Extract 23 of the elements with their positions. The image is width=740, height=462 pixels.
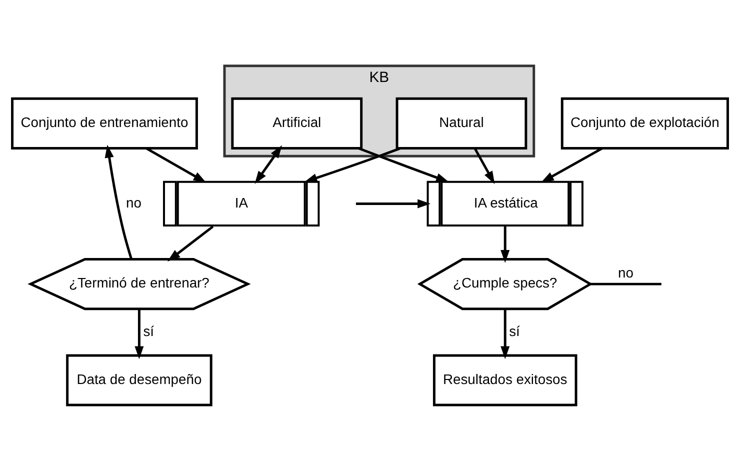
node-box: Data de desempeño: [66, 354, 212, 406]
arrow: [167, 225, 214, 261]
arrow: [304, 146, 401, 182]
arrow: [474, 147, 495, 184]
arrow: [500, 226, 510, 262]
node-box: Artificial: [231, 96, 363, 149]
arrow: [146, 146, 206, 182]
node-box: Natural: [396, 96, 528, 149]
node-box: Conjunto de explotación: [560, 96, 729, 149]
arrow: [358, 146, 449, 182]
connector: [590, 282, 662, 285]
edge-label: sí: [509, 322, 520, 338]
node-box: Conjunto de entrenamiento: [11, 96, 198, 149]
arrow: [134, 308, 144, 359]
edge-label: no: [126, 194, 142, 210]
edge-label: sí: [143, 322, 154, 338]
node-box: Resultados exitosos: [432, 354, 578, 406]
arrow: [104, 144, 133, 259]
arrow: [254, 144, 282, 184]
edge-label: no: [618, 264, 634, 280]
arrow: [356, 198, 430, 208]
arrow: [540, 146, 603, 182]
arrow: [500, 308, 510, 359]
